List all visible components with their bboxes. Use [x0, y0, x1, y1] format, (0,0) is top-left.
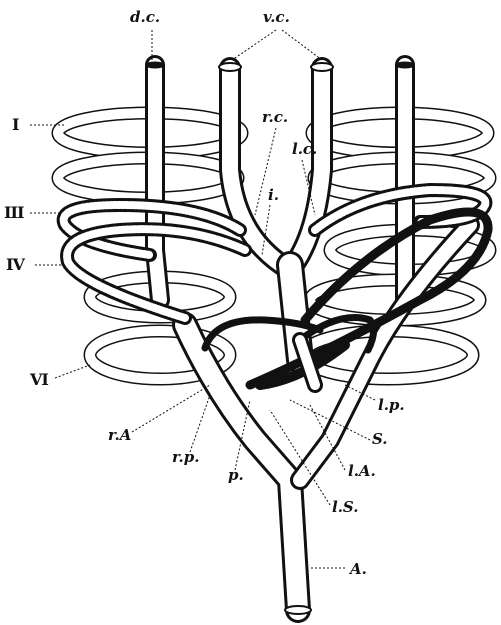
dc-left-top: [395, 62, 415, 69]
label-s: S.: [372, 432, 388, 447]
dc-right-top: [145, 62, 165, 69]
label-right-carotid: r.c.: [262, 110, 288, 125]
label-right-aorta: r.A: [108, 428, 131, 443]
label-left-aorta: l.A.: [348, 464, 376, 479]
label-left-subclavian: l.S.: [332, 500, 358, 515]
label-arch-I: I: [12, 117, 18, 133]
label-left-carotid: l.c.: [292, 142, 317, 157]
label-dorsal-carotid: d.c.: [130, 10, 160, 25]
label-ventral-carotid: v.c.: [263, 10, 290, 25]
label-left-pulmonary: l.p.: [378, 398, 405, 413]
label-i: i.: [268, 188, 279, 203]
label-arch-IV: IV: [6, 257, 24, 273]
label-p: p.: [228, 468, 244, 483]
label-arch-VI: VI: [30, 372, 48, 388]
label-aorta: A.: [350, 562, 367, 577]
label-arch-III: III: [4, 205, 23, 221]
label-right-pulmonary: r.p.: [172, 450, 199, 465]
